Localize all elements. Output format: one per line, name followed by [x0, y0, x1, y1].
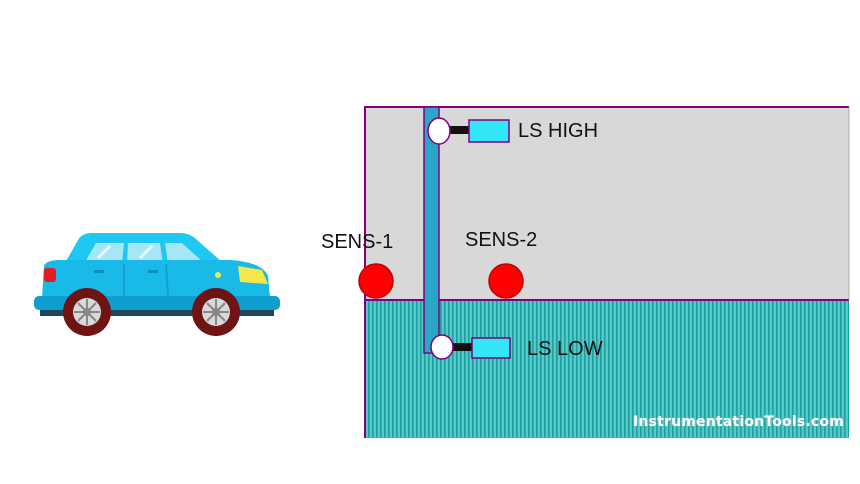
car-wheel-rear-icon [63, 288, 111, 336]
car-wheel-front-icon [192, 288, 240, 336]
level-switch-low-box [471, 337, 511, 359]
level-switch-high [427, 117, 510, 145]
float-guide-rod [423, 106, 440, 354]
tank-liquid [365, 300, 849, 438]
sens-1-label: SENS-1 [321, 231, 394, 253]
car-icon [34, 233, 280, 336]
level-switch-high-box [468, 119, 510, 143]
sensor-2-icon [488, 263, 524, 299]
ls-high-label: LS HIGH [518, 120, 599, 142]
tank-border [364, 106, 849, 438]
ls-low-label: LS LOW [527, 338, 603, 360]
level-switch-low [430, 334, 511, 360]
sensor-1-icon [358, 263, 394, 299]
watermark: InstrumentationTools.com [632, 414, 844, 430]
float-high-icon [427, 117, 451, 145]
float-low-icon [430, 334, 454, 360]
sens-2-label: SENS-2 [465, 229, 538, 251]
